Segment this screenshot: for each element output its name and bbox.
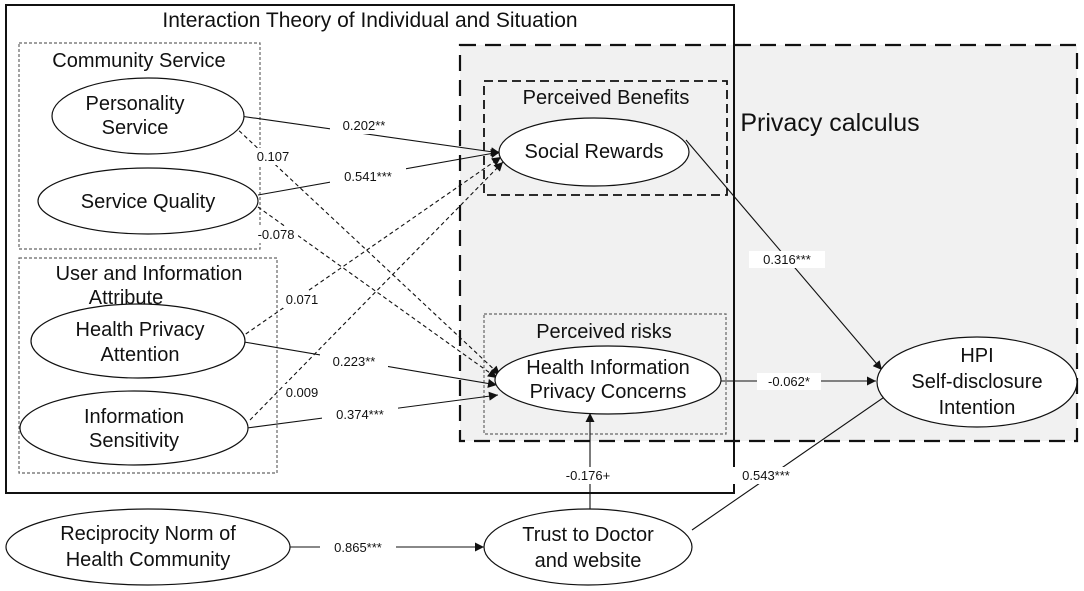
hpi-line1: HPI	[960, 345, 993, 367]
node-social-rewards: Social Rewards	[498, 117, 690, 187]
user-information-attribute-box	[18, 257, 278, 474]
node-hpi-self-disclosure-intention: HPI Self-disclosure Intention	[876, 336, 1078, 428]
information-sensitivity-line1: Information	[84, 406, 184, 428]
hipc-line2: Privacy Concerns	[530, 381, 687, 403]
trust-line2: and website	[535, 550, 642, 572]
social-rewards-label: Social Rewards	[525, 141, 664, 163]
path-personality-to-social	[239, 115, 501, 157]
perceived-benefits-label: Perceived Benefits	[523, 87, 690, 109]
node-personality-service: Personality Service	[51, 77, 245, 155]
node-trust-to-doctor: Trust to Doctor and website	[483, 508, 693, 586]
community-service-label: Community Service	[52, 50, 225, 72]
coef-trust-hipc: -0.176+	[566, 468, 610, 483]
coef-trust-hpi: 0.543***	[742, 468, 790, 483]
perceived-risks-label: Perceived risks	[536, 321, 672, 343]
hipc-line1: Health Information	[526, 357, 689, 379]
user-information-label-line1: User and Information	[56, 263, 243, 285]
coef-sensitivity-social: 0.009	[286, 385, 319, 400]
node-reciprocity-norm: Reciprocity Norm of Health Community	[5, 508, 291, 586]
coef-hipc-hpi: -0.062*	[768, 374, 810, 389]
hpi-line3: Intention	[939, 397, 1016, 419]
path-sensitivity-to-social	[249, 161, 504, 421]
node-health-information-privacy-concerns: Health Information Privacy Concerns	[494, 345, 722, 415]
node-information-sensitivity: Information Sensitivity	[19, 390, 249, 466]
coef-social-hpi: 0.316***	[763, 252, 811, 267]
interaction-theory-frame	[5, 4, 735, 494]
community-service-box	[18, 42, 261, 250]
frame-title: Interaction Theory of Individual and Sit…	[162, 9, 577, 32]
node-health-privacy-attention: Health Privacy Attention	[30, 303, 246, 379]
service-quality-label: Service Quality	[81, 191, 216, 213]
health-privacy-attention-line1: Health Privacy	[76, 319, 205, 341]
path-trust-to-hpi	[691, 390, 894, 531]
perceived-risks-box	[483, 313, 727, 435]
coef-quality-social: 0.541***	[344, 169, 392, 184]
personality-service-line1: Personality	[86, 93, 185, 115]
reciprocity-line1: Reciprocity Norm of	[60, 523, 236, 545]
health-privacy-attention-line2: Attention	[101, 344, 180, 366]
coef-reciprocity-trust: 0.865***	[334, 540, 382, 555]
coef-personality-social: 0.202**	[343, 118, 386, 133]
coef-quality-hipc: -0.078	[258, 227, 295, 242]
coefficients: 0.202** 0.541*** 0.107 -0.078 0.071 0.00…	[254, 117, 825, 556]
reciprocity-line2: Health Community	[66, 549, 231, 571]
coef-personality-hipc: 0.107	[257, 149, 290, 164]
coef-sensitivity-hipc: 0.374***	[336, 407, 384, 422]
personality-service-line2: Service	[102, 117, 169, 139]
node-service-quality: Service Quality	[37, 167, 259, 235]
coef-attention-social: 0.071	[286, 292, 319, 307]
trust-line1: Trust to Doctor	[522, 524, 654, 546]
hpi-line2: Self-disclosure	[911, 371, 1042, 393]
perceived-benefits-box	[483, 80, 728, 196]
information-sensitivity-line2: Sensitivity	[89, 430, 179, 452]
privacy-calculus-label: Privacy calculus	[740, 109, 919, 137]
coef-attention-hipc: 0.223**	[333, 354, 376, 369]
